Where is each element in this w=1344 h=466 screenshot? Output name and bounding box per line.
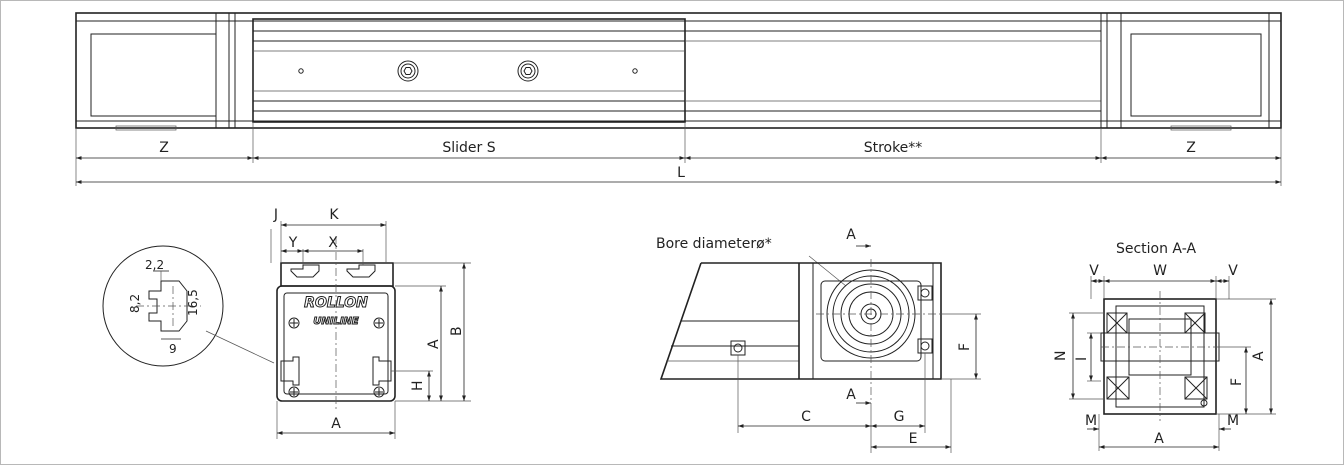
section-marker-bottom: A — [846, 387, 856, 403]
dim-label-z-right: Z — [1186, 140, 1196, 156]
dim-label-m-right: M — [1227, 413, 1239, 429]
detail-dim-16-5: 16,5 — [186, 289, 200, 316]
dim-label-h: H — [410, 380, 426, 391]
top-view: Z Slider S Stroke** Z L — [75, 12, 1282, 186]
bearing-icon — [1106, 312, 1128, 334]
dim-label-x: X — [328, 235, 338, 251]
dim-label-n: N — [1053, 351, 1069, 361]
dim-label-a-vertical: A — [426, 339, 442, 349]
left-end-cap — [90, 33, 217, 117]
dim-label-stroke: Stroke** — [864, 140, 923, 156]
dim-label-f: F — [957, 343, 973, 351]
dim-label-v-right: V — [1228, 263, 1238, 279]
screw-icon — [917, 338, 933, 354]
screw-icon — [373, 386, 385, 398]
hex-screw-icon — [517, 60, 539, 82]
dim-label-j: J — [273, 207, 278, 223]
dim-label-length: L — [677, 165, 685, 181]
side-view: Bore diameterø* A A F — [656, 227, 981, 453]
section-view: Section A-A V W V N I — [1053, 241, 1276, 451]
dim-label-a-bottom: A — [331, 416, 341, 432]
screw-icon — [730, 340, 746, 356]
dim-label-a-right: A — [1251, 351, 1267, 361]
detail-circle — [102, 245, 224, 367]
dim-label-w: W — [1153, 263, 1167, 279]
dim-label-a-section-bottom: A — [1154, 431, 1164, 447]
dim-label-z-left: Z — [159, 140, 169, 156]
bearing-icon — [1184, 376, 1208, 400]
detail-dim-2-2: 2,2 — [145, 258, 164, 272]
detail-dim-8-2: 8,2 — [128, 294, 142, 313]
slider-hole-left — [298, 68, 304, 74]
section-title: Section A-A — [1116, 241, 1196, 257]
front-view: 2,2 8,2 16,5 9 ROLLON UNILINE J K Y X — [102, 207, 471, 439]
bearing-icon — [1184, 312, 1206, 334]
dim-label-m-left: M — [1085, 413, 1097, 429]
bearing-icon — [1106, 376, 1130, 400]
detail-dim-9: 9 — [169, 342, 177, 356]
right-end-cap — [1130, 33, 1262, 117]
dim-label-g: G — [894, 409, 905, 425]
dim-label-c: C — [801, 409, 811, 425]
screw-icon — [288, 386, 300, 398]
dim-label-v-left: V — [1089, 263, 1099, 279]
dim-label-slider: Slider S — [442, 140, 495, 156]
screw-icon — [288, 317, 300, 329]
dim-label-i: I — [1074, 357, 1090, 361]
slider-hole-right — [632, 68, 638, 74]
dim-label-k: K — [329, 207, 339, 223]
hex-screw-icon — [397, 60, 419, 82]
dim-label-f-section: F — [1229, 378, 1245, 386]
slider-body — [252, 18, 686, 123]
dim-label-y: Y — [288, 235, 298, 251]
section-marker-top: A — [846, 227, 856, 243]
screw-icon — [917, 285, 933, 301]
bore-diameter-label: Bore diameterø* — [656, 236, 772, 252]
dim-label-b: B — [449, 326, 465, 336]
screw-icon — [373, 317, 385, 329]
dim-label-e: E — [909, 431, 918, 447]
